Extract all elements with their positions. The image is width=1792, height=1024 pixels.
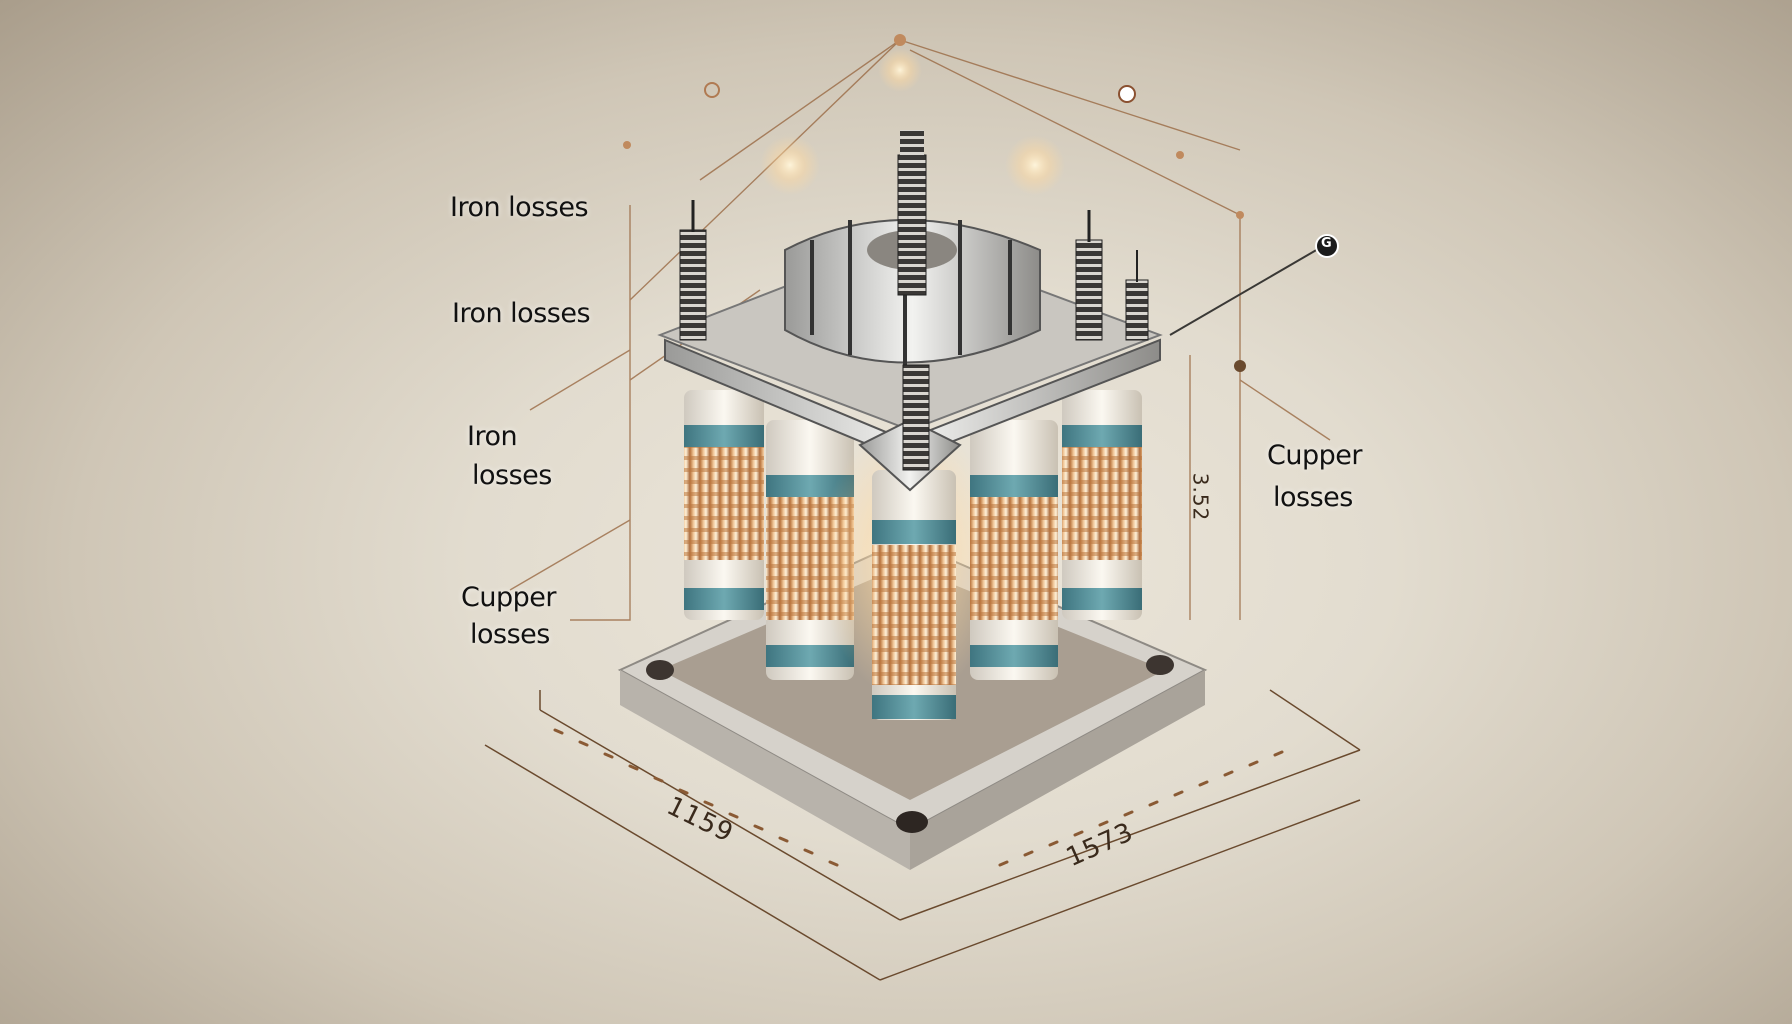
dimension-vertical: 3.52 — [1188, 472, 1213, 522]
callout-marker — [1315, 234, 1339, 258]
coil-left-outer — [684, 390, 764, 620]
label-cupper-losses-right-line1: Cupper — [1267, 440, 1362, 471]
callout-marker-label: G — [1321, 236, 1332, 251]
top-glow — [878, 48, 922, 92]
base-dimension-lines — [484, 689, 1361, 981]
label-iron-losses-1: Iron losses — [450, 192, 589, 223]
label-cupper-losses-left-line2: losses — [470, 619, 550, 650]
sparkle-nodes — [623, 34, 1246, 372]
coil-right-outer — [1062, 390, 1142, 620]
label-cupper-losses-right-line2: losses — [1273, 482, 1353, 513]
coil-center — [872, 470, 956, 720]
leader-lines — [509, 39, 1331, 621]
label-iron-losses-3-line1: Iron — [467, 421, 518, 452]
label-iron-losses-3-line2: losses — [472, 460, 552, 491]
ruler-ticks — [553, 728, 1284, 867]
coil-right-inner — [970, 420, 1058, 680]
label-cupper-losses-left-line1: Cupper — [461, 582, 556, 613]
label-iron-losses-2: Iron losses — [452, 298, 591, 329]
left-glow — [760, 135, 820, 195]
right-glow — [1005, 135, 1065, 195]
bushings — [679, 130, 1149, 471]
